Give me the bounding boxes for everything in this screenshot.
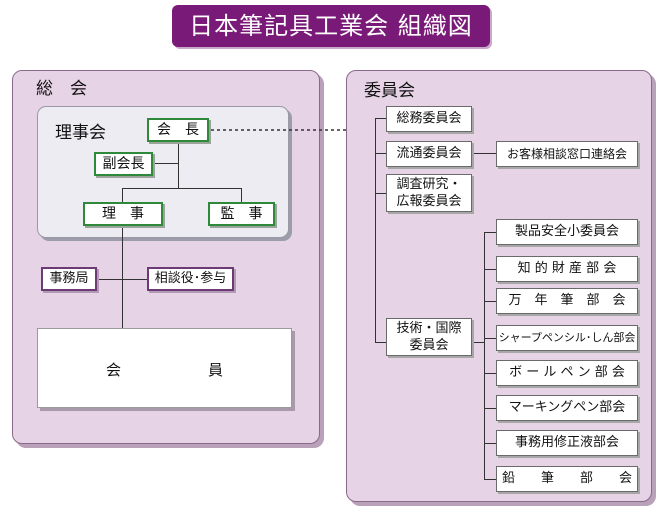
subcommittee-box: 事務用修正液部会 [496,430,638,456]
connector-line [375,118,376,342]
subcommittee-box: マーキングペン部会 [496,395,638,421]
vice-chairman-box: 副会長 [94,152,153,176]
connector-line [122,226,123,328]
chairman-box: 会 長 [147,118,209,142]
consultation-liaison: お客様相談窓口連絡会 [496,141,638,167]
connector-line [484,301,496,302]
members-label-1: 会 [106,361,122,379]
tech-intl-committee: 技術・国際 委員会 [386,318,472,356]
subcommittee-box: 知 的 財 産 部 会 [496,256,638,282]
connector-line [151,163,178,164]
research-pr-line-2: 広報委員会 [396,194,462,209]
general-assembly-label: 総 会 [36,79,87,99]
subcommittee-box: シャープペンシル･しん部会 [496,325,638,351]
connector-line [472,342,484,343]
research-pr-line-1: 調査研究・ [396,177,462,192]
distribution-committee: 流通委員会 [386,141,472,167]
connector-line [122,188,242,189]
general-affairs-committee: 総務委員会 [386,106,472,132]
connector-line [484,338,496,339]
connector-line [484,232,496,233]
secretariat-box: 事務局 [41,267,97,291]
members-box: 会 員 [37,328,292,408]
connector-line [375,342,386,343]
connector-line [375,193,386,194]
connector-line [484,408,496,409]
directors-box: 理 事 [83,202,163,226]
connector-line [484,443,496,444]
connector-line [241,188,242,202]
connector-line [484,232,485,480]
advisor-box: 相談役･参与 [147,267,234,291]
board-label: 理事会 [55,123,106,143]
connector-line [472,153,496,154]
subcommittee-box: ボ ー ル ペ ン 部 会 [496,360,638,386]
connector-line [122,188,123,202]
chart-title: 日本筆記具工業会 組織図 [172,5,490,47]
auditors-box: 監 事 [208,202,275,226]
tech-intl-line-2: 委員会 [409,338,449,353]
subcommittee-box: 製品安全小委員会 [496,219,638,245]
connector-line [375,118,386,119]
subcommittee-box: 鉛 筆 部 会 [496,466,638,492]
connector-line [97,279,149,280]
tech-intl-line-1: 技術・国際 [396,321,462,336]
committees-label: 委員会 [364,81,415,101]
connector-line [375,153,386,154]
connector-line [484,269,496,270]
connector-line [484,373,496,374]
members-label-2: 員 [208,361,224,379]
connector-line [178,142,179,189]
connector-line [484,479,496,480]
research-pr-committee: 調査研究・ 広報委員会 [386,174,472,212]
subcommittee-box: 万 年 筆 部 会 [496,288,638,314]
